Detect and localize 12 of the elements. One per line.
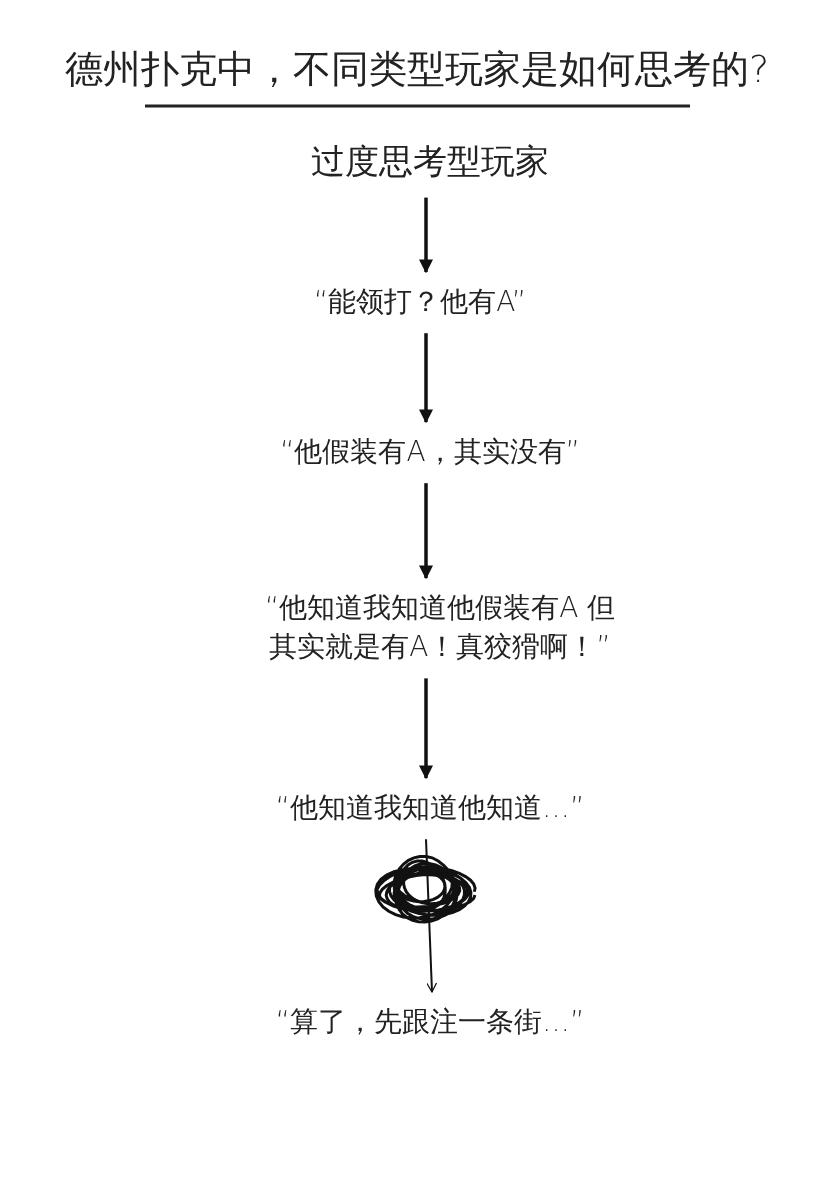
arrow (419, 197, 433, 274)
arrow (425, 838, 438, 993)
heading-text: 过度思考型玩家 (280, 138, 580, 186)
thought-text: “算了，先跟注一条街…” (250, 1002, 610, 1042)
thought-text: “他知道我知道他知道…” (250, 788, 610, 828)
arrow (419, 333, 433, 424)
arrow (419, 483, 433, 580)
arrow (419, 678, 433, 780)
thought-text: “能领打？他有A” (260, 282, 580, 322)
thought-text: “他知道我知道他假装有A 但其实就是有A！真狡猾啊！” (260, 588, 620, 667)
title: 德州扑克中，不同类型玩家是如何思考的? (63, 46, 771, 93)
thought-text: “他假装有A，其实没有” (240, 432, 620, 472)
